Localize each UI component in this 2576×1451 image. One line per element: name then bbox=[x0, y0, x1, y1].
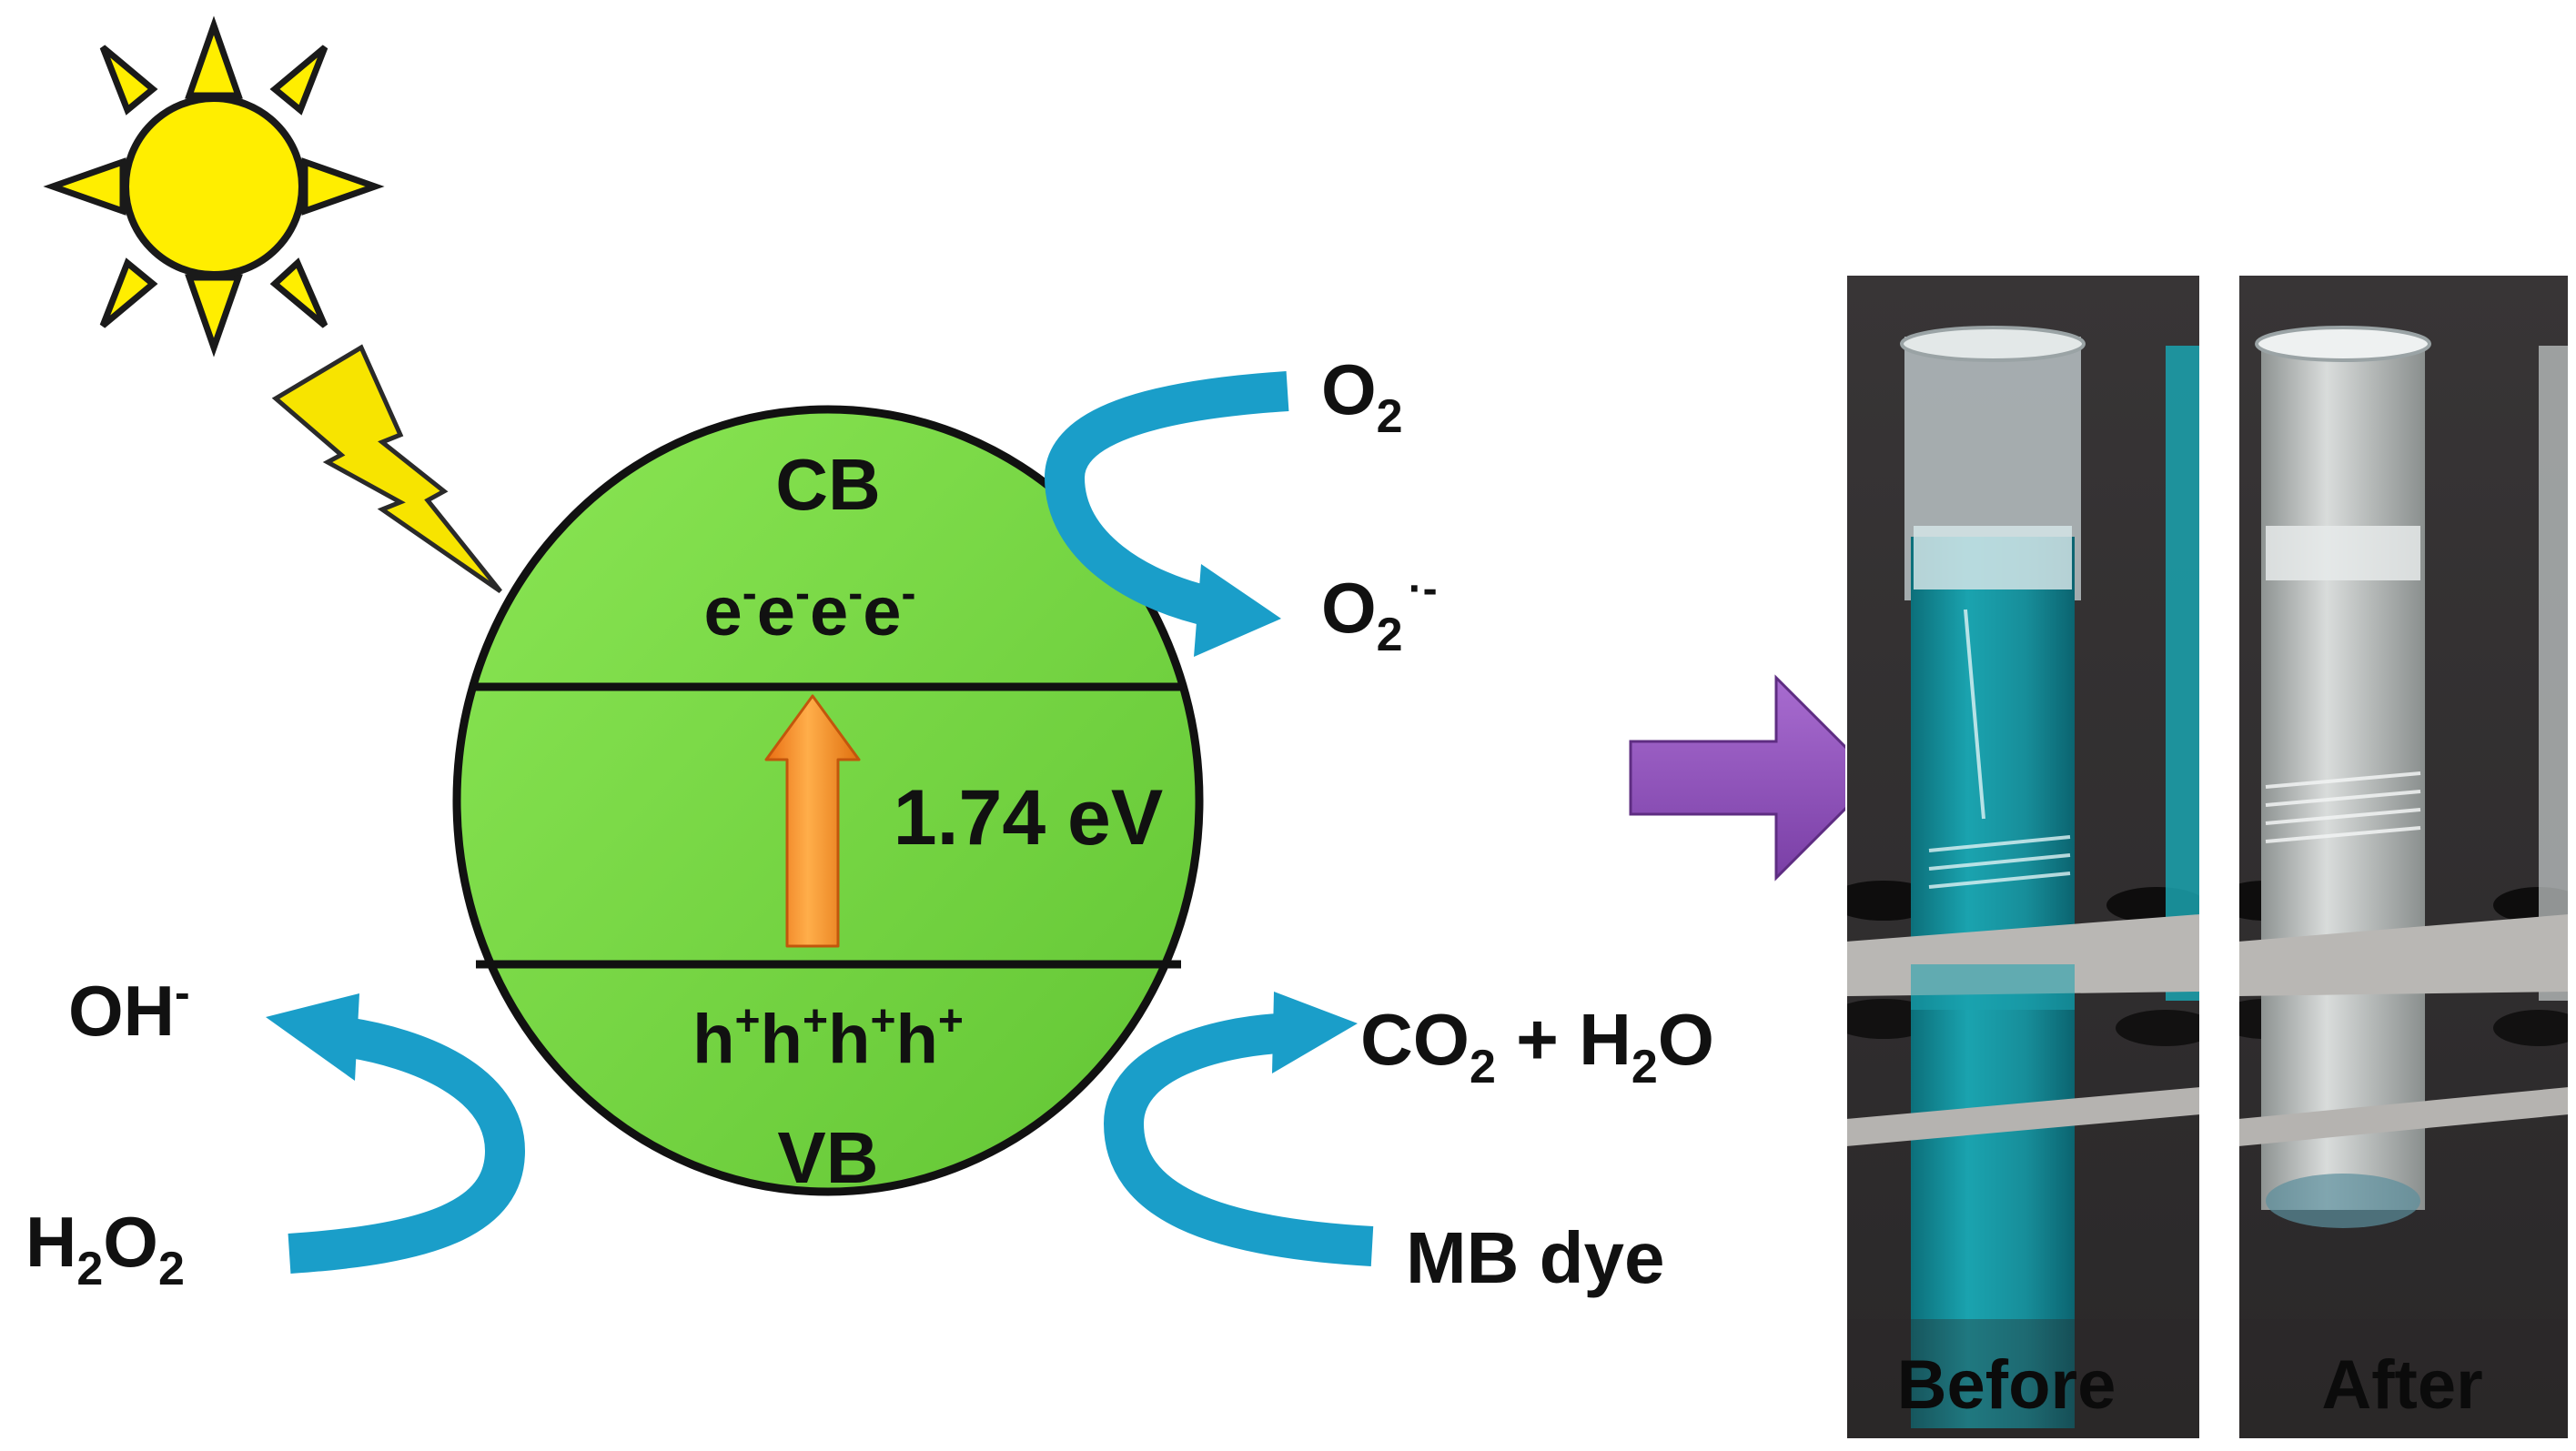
before-label: Before bbox=[1897, 1346, 2116, 1424]
sun-icon bbox=[43, 15, 385, 358]
vb-label: VB bbox=[777, 1117, 878, 1198]
oxygen-reduction-arrow bbox=[1044, 371, 1289, 657]
right-arrow-icon bbox=[1629, 674, 1879, 882]
products-label: CO2 + H2O bbox=[1360, 999, 1714, 1093]
dye-degradation-arrow bbox=[1103, 992, 1374, 1266]
oxygen-label: O2 bbox=[1321, 349, 1403, 443]
excitation-arrow bbox=[764, 694, 861, 948]
before-photo bbox=[1846, 275, 2200, 1439]
band-gap-label: 1.74 eV bbox=[894, 774, 1163, 862]
after-photo bbox=[2238, 275, 2569, 1439]
hydroxide-label: OH- bbox=[68, 967, 190, 1051]
electrons-label: e-e-e-e- bbox=[703, 569, 915, 650]
hydrogen-peroxide-label: H2O2 bbox=[25, 1202, 185, 1295]
holes-label: h+h+h+h+ bbox=[692, 997, 964, 1078]
before-photo-frame bbox=[1845, 274, 2201, 1440]
cb-label: CB bbox=[775, 444, 881, 525]
lightning-bolt-icon bbox=[271, 344, 502, 594]
superoxide-label: O2·- bbox=[1321, 565, 1438, 661]
dye-label: MB dye bbox=[1406, 1217, 1665, 1298]
peroxide-arrow bbox=[266, 993, 526, 1274]
after-photo-frame bbox=[2238, 274, 2570, 1440]
after-label: After bbox=[2321, 1346, 2482, 1424]
